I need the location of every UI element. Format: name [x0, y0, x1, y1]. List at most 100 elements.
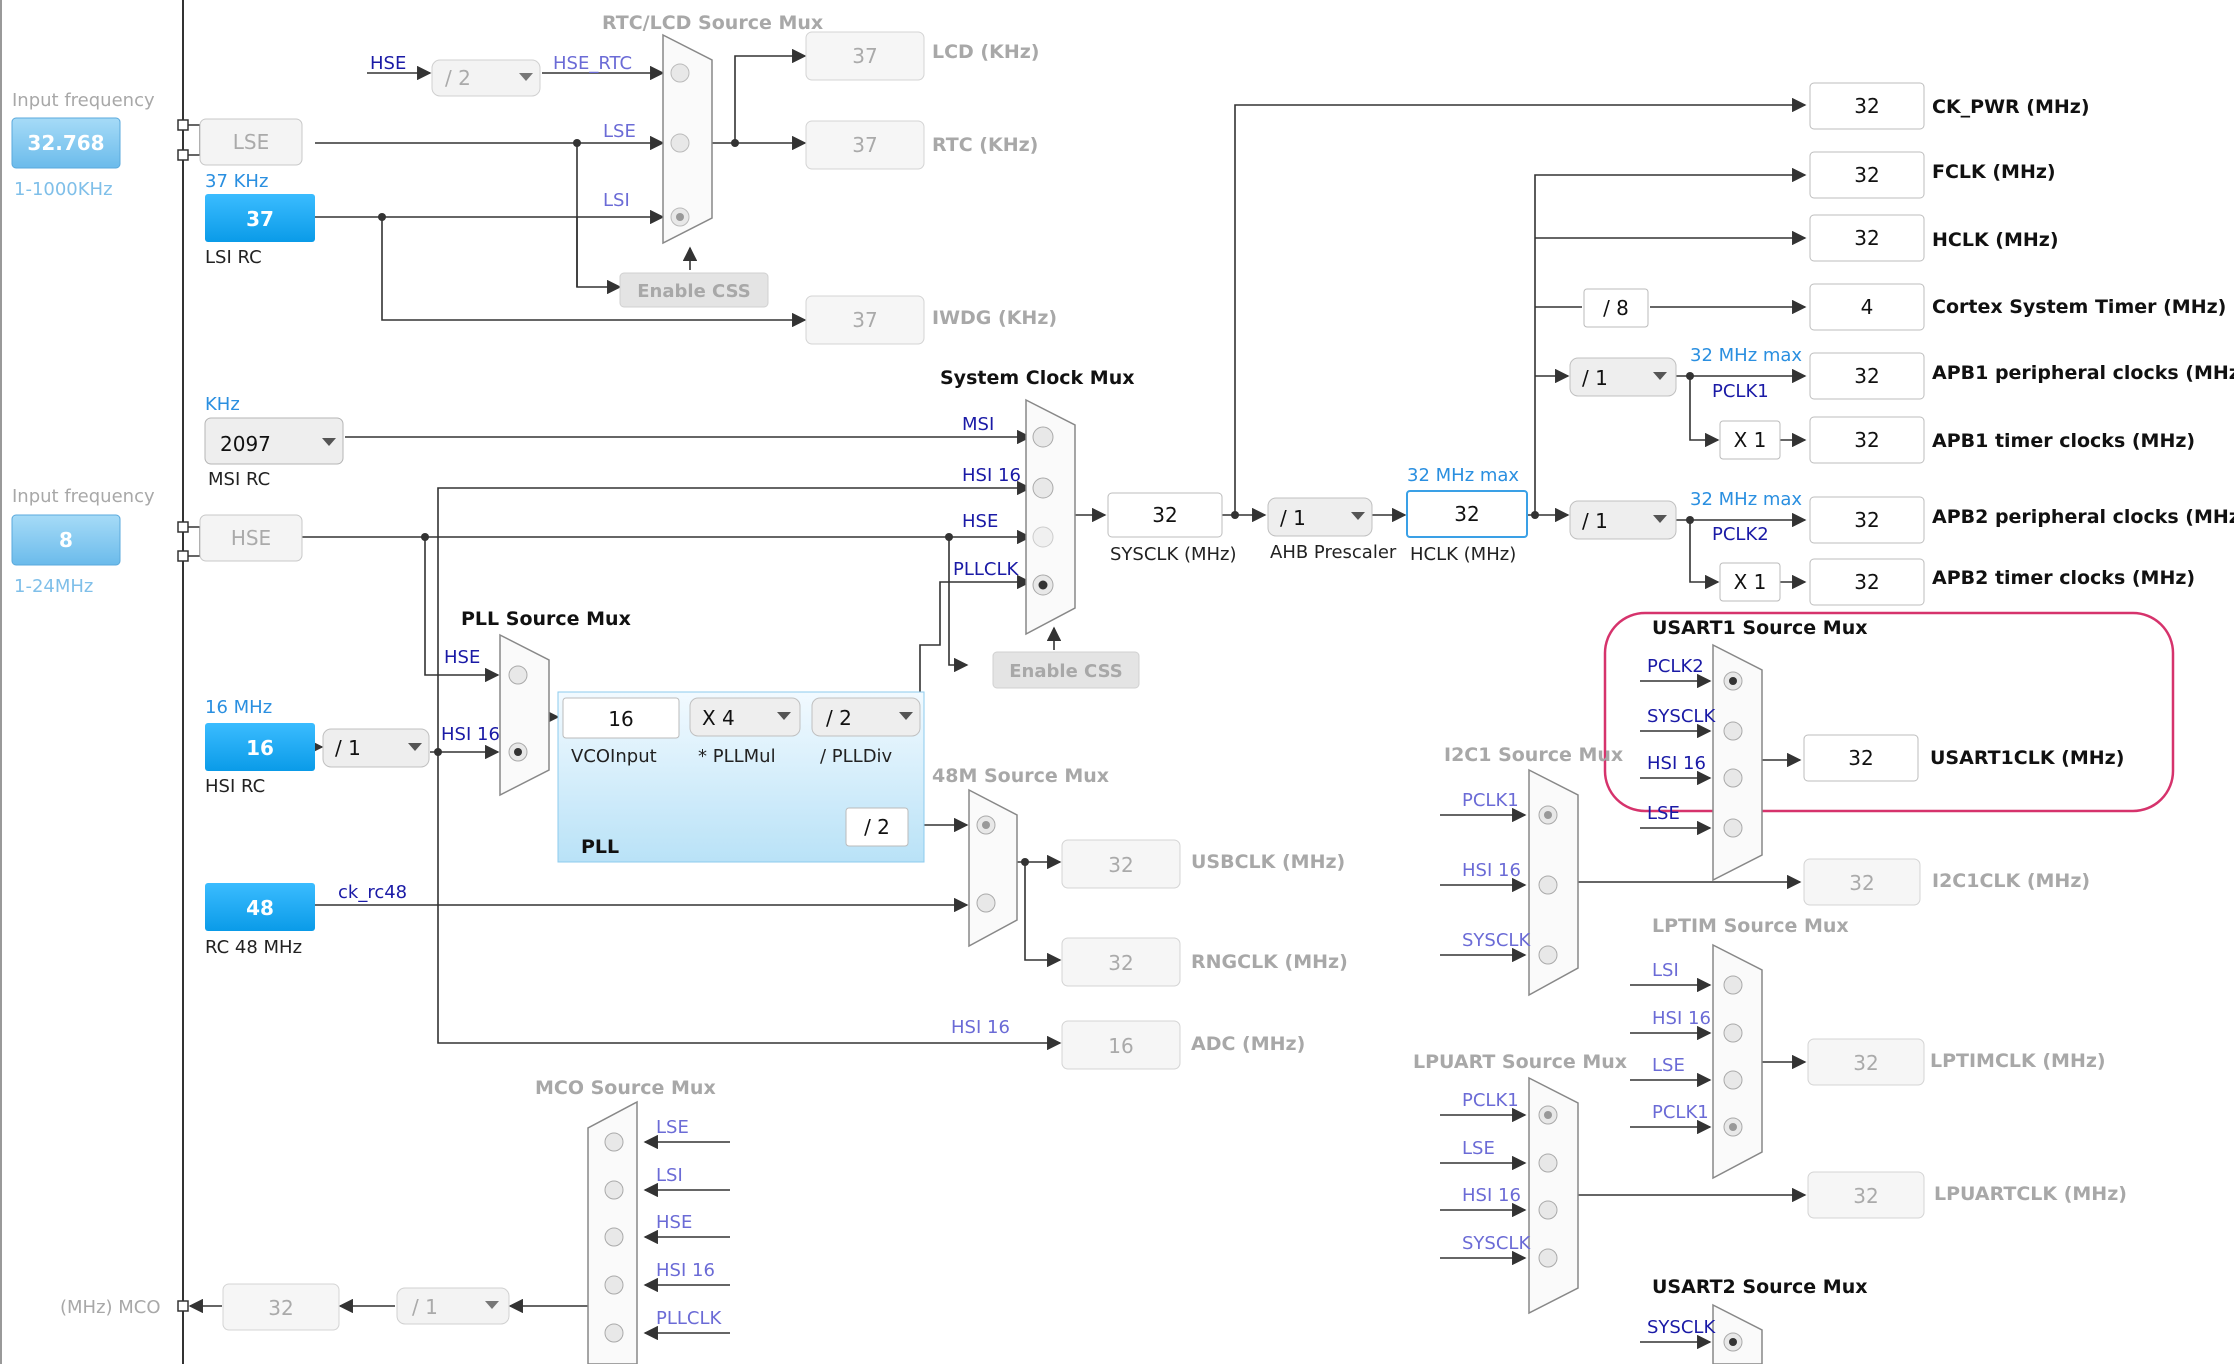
lse-box-label: LSE [233, 130, 269, 154]
mco-radio[interactable] [604, 1323, 624, 1343]
pclk2-label: PCLK2 [1712, 524, 1769, 545]
i2c1-radio[interactable] [1538, 945, 1558, 965]
pll-mux-radio-hse[interactable] [508, 665, 528, 685]
apb2-prescaler-dropdown[interactable] [1569, 500, 1677, 540]
apb1-timer-multiplier: X 1 [1734, 428, 1767, 452]
m48-mux-radio-rc48[interactable] [976, 893, 996, 913]
lptim-input-label: LSI [1652, 960, 1679, 981]
pll-div2-box [845, 807, 909, 847]
mco-divider-dropdown[interactable] [396, 1287, 510, 1325]
pll-div-label: / PLLDiv [820, 746, 893, 767]
lsi-rc-box[interactable] [205, 194, 315, 242]
usart1-radio[interactable] [1723, 721, 1743, 741]
rtc-mux-radio-hse[interactable] [670, 63, 690, 83]
lse-input-frequency-field[interactable] [11, 117, 121, 169]
sysclk-box[interactable] [1107, 492, 1223, 538]
lptim-input-label: HSI 16 [1652, 1008, 1711, 1029]
vco-input-box[interactable] [562, 697, 680, 739]
rtc-enable-css-button[interactable] [619, 272, 769, 308]
sys-enable-css-button[interactable] [992, 651, 1140, 689]
hsi-rc-label: HSI RC [205, 776, 265, 797]
apb2-timer-box [1809, 558, 1925, 606]
i2c1-radio[interactable] [1538, 875, 1558, 895]
chevron-down-icon [899, 712, 913, 720]
ahb-prescaler-dropdown[interactable] [1267, 497, 1373, 537]
lptim-radio[interactable] [1723, 1070, 1743, 1090]
i2c1-mux-title: I2C1 Source Mux [1444, 744, 1623, 766]
rngclk-value: 32 [1108, 951, 1133, 975]
mco-radio[interactable] [604, 1132, 624, 1152]
i2c1-radio-selected-dot [1544, 811, 1552, 819]
sysmux-radio-hse[interactable] [1032, 526, 1054, 548]
lpuartclk-value: 32 [1853, 1184, 1878, 1208]
pll-mul-dropdown[interactable] [689, 697, 801, 737]
usart1-highlight [1603, 611, 2175, 813]
hclk-value: 32 [1454, 502, 1479, 526]
vco-input-value: 16 [608, 707, 633, 731]
pll-div-dropdown[interactable] [811, 697, 921, 737]
mco-input-label: PLLCLK [656, 1308, 723, 1329]
lpuart-radio[interactable] [1538, 1248, 1558, 1268]
usart1-radio[interactable] [1723, 818, 1743, 838]
msi-value: 2097 [220, 432, 271, 456]
i2c1-input-label: SYSCLK [1462, 930, 1531, 951]
iwdg-value: 37 [852, 308, 877, 332]
mco-radio[interactable] [604, 1227, 624, 1247]
sysmux-hsi16-label: HSI 16 [962, 465, 1021, 486]
hse-rtc-divider-dropdown[interactable] [431, 59, 541, 97]
i2c1-input-label: HSI 16 [1462, 860, 1521, 881]
hsi-rc-box[interactable] [205, 723, 315, 771]
chevron-down-icon [485, 1301, 499, 1309]
usart1-input-label: SYSCLK [1647, 706, 1716, 727]
hse-input-frequency-field[interactable] [11, 514, 121, 566]
pll-hsi16-label: HSI 16 [441, 724, 500, 745]
adc-box [1061, 1020, 1181, 1070]
mco-radio[interactable] [604, 1275, 624, 1295]
apb2-max-label: 32 MHz max [1690, 489, 1802, 510]
lptim-radio[interactable] [1723, 975, 1743, 995]
apb2-peripheral-value: 32 [1854, 508, 1879, 532]
apb1-peripheral-label: APB1 peripheral clocks (MHz) [1932, 362, 2234, 384]
chevron-down-icon [519, 73, 533, 81]
lptim-mux-shape [1712, 943, 1763, 1180]
apb1-timer-box [1809, 416, 1925, 464]
hsi-divider-dropdown[interactable] [322, 728, 430, 768]
mco-input-label: LSI [656, 1165, 683, 1186]
lpuart-input-label: LSE [1462, 1138, 1495, 1159]
mco-divider-value: / 1 [412, 1295, 438, 1319]
usbclk-box [1061, 839, 1181, 889]
sysmux-radio-hsi16[interactable] [1032, 477, 1054, 499]
usart2-mux-title: USART2 Source Mux [1652, 1276, 1867, 1298]
lcd-label: LCD (KHz) [932, 41, 1040, 63]
ck-rc48-signal: ck_rc48 [338, 882, 407, 903]
lpuart-radio[interactable] [1538, 1200, 1558, 1220]
lptimclk-box [1807, 1038, 1925, 1086]
chevron-down-icon [408, 743, 422, 751]
usart1clk-box [1803, 734, 1919, 782]
lpuartclk-box [1807, 1171, 1925, 1219]
usart1-radio[interactable] [1723, 768, 1743, 788]
rngclk-box [1061, 937, 1181, 987]
hclk-input-box[interactable] [1406, 490, 1528, 538]
output-clocks: 32 CK_PWR (MHz) 32 FCLK (MHz) 32 HCLK (M… [1569, 82, 2234, 606]
msi-dropdown[interactable] [204, 417, 344, 465]
rc48-value: 48 [246, 896, 274, 920]
usart2-inputs: SYSCLK [1647, 1317, 1743, 1352]
lse-input-range: 1-1000KHz [14, 179, 113, 200]
adc-value: 16 [1108, 1034, 1133, 1058]
mco-radio[interactable] [604, 1180, 624, 1200]
hsi-value: 16 [246, 736, 274, 760]
lptimclk-value: 32 [1853, 1051, 1878, 1075]
lptim-radio[interactable] [1723, 1023, 1743, 1043]
apb2-timer-value: 32 [1854, 570, 1879, 594]
apb1-max-label: 32 MHz max [1690, 345, 1802, 366]
usart1-input-label: PCLK2 [1647, 656, 1704, 677]
lpuart-radio[interactable] [1538, 1153, 1558, 1173]
rc48-box[interactable] [205, 883, 315, 931]
lse-input-value: 32.768 [27, 131, 104, 155]
apb1-prescaler-dropdown[interactable] [1569, 357, 1677, 397]
rtc-mux-radio-lse[interactable] [670, 133, 690, 153]
sysmux-radio-msi[interactable] [1032, 426, 1054, 448]
wires [188, 48, 1807, 1350]
rtc-hse-label: HSE [370, 53, 406, 74]
